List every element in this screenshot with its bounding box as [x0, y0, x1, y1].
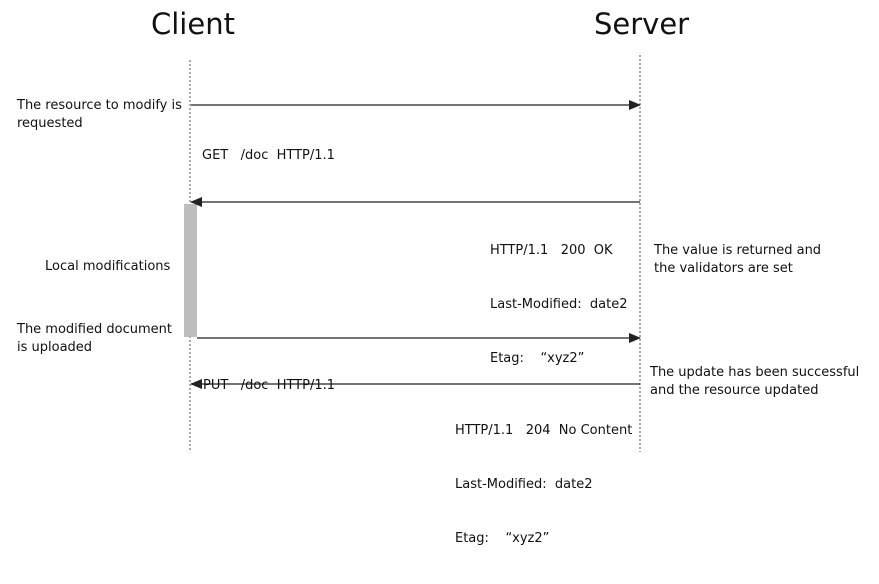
- note-update-success: The update has been successful and the r…: [650, 364, 859, 400]
- sequence-diagram: Client Server The resource to modify is …: [17, 7, 859, 546]
- note-request-resource-line-2: requested: [17, 116, 83, 131]
- note-value-returned-line-1: The value is returned and: [654, 243, 822, 258]
- get-request-label-line-1: GET /doc HTTP/1.1: [202, 148, 335, 163]
- note-value-returned: The value is returned and the validators…: [654, 242, 821, 278]
- put-response-label-line-2: Last-Modified: date2: [455, 477, 593, 492]
- note-request-resource-line-1: The resource to modify is: [17, 98, 182, 113]
- note-upload-document-line-2: is uploaded: [17, 340, 93, 355]
- note-update-success-line-1: The update has been successful: [650, 365, 860, 380]
- note-update-success-line-2: and the resource updated: [650, 383, 819, 398]
- note-value-returned-line-2: the validators are set: [654, 261, 793, 276]
- put-response-label: HTTP/1.1 204 No Content Last-Modified: d…: [455, 386, 632, 584]
- get-response-label-line-2: Last-Modified: date2: [490, 297, 628, 312]
- get-response-label: HTTP/1.1 200 OK Last-Modified: date2 Eta…: [490, 206, 627, 404]
- diagram-graphics: [184, 55, 641, 452]
- get-response-label-line-3: Etag: “xyz2”: [490, 351, 585, 366]
- get-response-label-line-1: HTTP/1.1 200 OK: [490, 243, 613, 258]
- client-activation-bar: [184, 204, 197, 337]
- server-actor-label: Server: [594, 7, 690, 41]
- put-request-label-line-1: PUT /doc HTTP/1.1: [203, 378, 336, 393]
- note-local-modifications: Local modifications: [45, 259, 171, 274]
- get-request-label: GET /doc HTTP/1.1: [202, 111, 335, 201]
- put-response-label-line-3: Etag: “xyz2”: [455, 531, 550, 546]
- note-upload-document-line-1: The modified document: [17, 322, 172, 337]
- put-response-label-line-1: HTTP/1.1 204 No Content: [455, 423, 633, 438]
- client-actor-label: Client: [151, 7, 235, 41]
- put-request-label: PUT /doc HTTP/1.1: [203, 341, 335, 431]
- note-request-resource: The resource to modify is requested: [17, 97, 182, 133]
- note-upload-document: The modified document is uploaded: [17, 321, 172, 357]
